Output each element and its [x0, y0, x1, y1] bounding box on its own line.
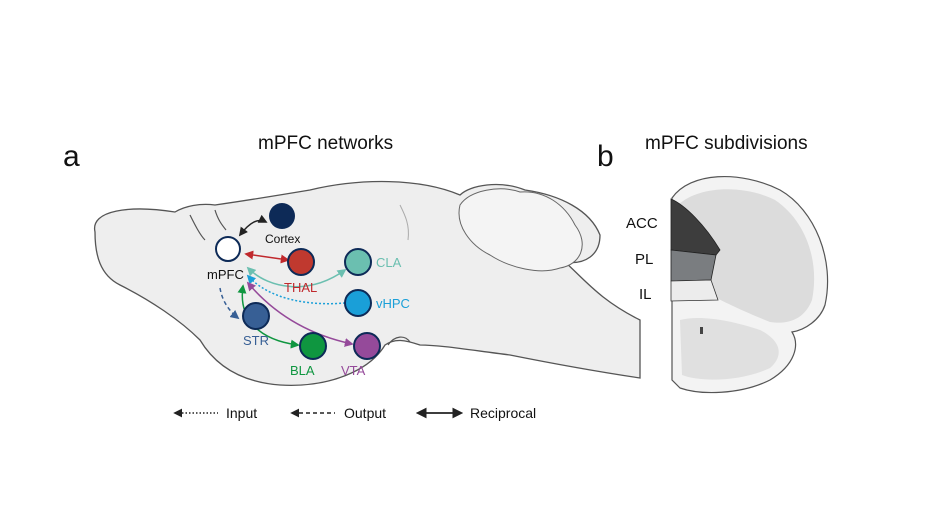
legend-output-label: Output [344, 405, 386, 421]
label-pl: PL [635, 251, 653, 268]
node-vhpc [344, 289, 372, 317]
region-pl [670, 249, 717, 282]
connection-mpfc-cortex [238, 214, 268, 237]
label-vhpc: vHPC [376, 296, 410, 311]
connection-mpfc-thal [244, 250, 290, 264]
label-mpfc: mPFC [207, 267, 244, 282]
label-cortex: Cortex [265, 232, 300, 246]
connection-mpfc-str [219, 287, 240, 320]
node-str [242, 302, 270, 330]
node-mpfc [215, 236, 241, 262]
label-str: STR [243, 333, 269, 348]
legend-input-label: Input [226, 405, 257, 421]
panel-b-letter: b [597, 140, 614, 173]
cerebellum [458, 188, 583, 272]
node-cortex [269, 203, 295, 229]
label-bla: BLA [290, 363, 315, 378]
panel-a-letter: a [63, 140, 80, 173]
legend-reciprocal-label: Reciprocal [470, 405, 536, 421]
label-thal: THAL [284, 280, 317, 295]
label-vta: VTA [341, 363, 366, 378]
node-cla [344, 248, 372, 276]
node-bla [299, 332, 327, 360]
panel-a-title: mPFC networks [258, 133, 394, 154]
node-vta [353, 332, 381, 360]
label-acc: ACC [626, 215, 658, 232]
region-il [670, 279, 719, 302]
label-cla: CLA [376, 255, 402, 270]
connection-mpfc-vta [246, 281, 354, 347]
label-il: IL [639, 286, 652, 303]
panel-b-title: mPFC subdivisions [645, 133, 808, 154]
node-thal [287, 248, 315, 276]
coronal-section [670, 176, 829, 394]
region-acc [670, 198, 721, 256]
